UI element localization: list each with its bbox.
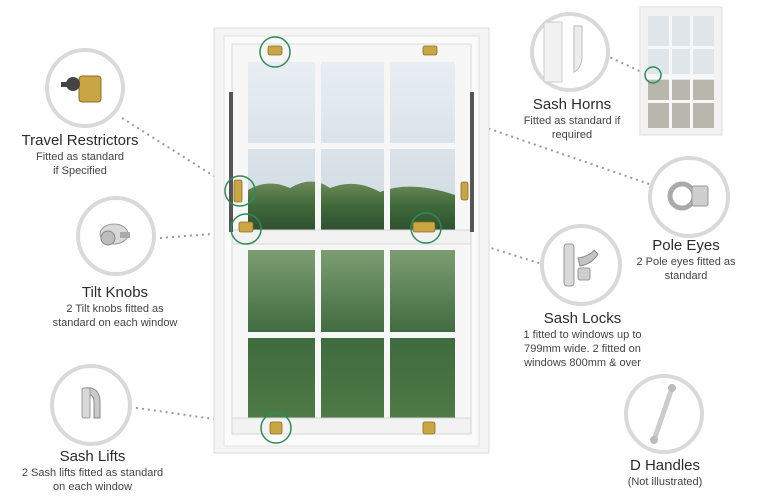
sash-window [213,27,490,454]
travel-restrictors-label: Travel Restrictors Fitted as standard if… [0,132,160,178]
sash-horns-desc-1: Fitted as standard if [523,115,621,127]
d-handles-title: D Handles [629,457,701,474]
sash-lifts-label: Sash Lifts 2 Sash lifts fitted as standa… [0,448,185,494]
sash-locks-desc-3: windows 800mm & over [524,357,641,369]
d-handle-icon [650,384,676,444]
d-handles-label: D Handles (Not illustrated) [595,457,735,489]
sash-horn-photo [639,6,723,136]
sash-horns-desc-2: required [551,129,593,141]
pole-eye-icon [667,181,709,211]
sash-lift-ring [50,364,132,446]
sash-locks-label: Sash Locks 1 fitted to windows up to 799… [500,310,665,370]
pole-eyes-desc-2: standard [664,270,708,282]
sash-lifts-desc-2: on each window [53,481,132,493]
travel-restrictors-desc-2: if Specified [53,165,107,177]
sash-locks-desc-1: 1 fitted to windows up to [523,329,642,341]
travel-restrictor-ring [45,48,125,128]
sash-lifts-desc-1: 2 Sash lifts fitted as standard [21,467,164,479]
tilt-knobs-desc-1: 2 Tilt knobs fitted as [66,303,164,315]
sash-lock-icon [563,243,599,287]
sash-horn-icon [543,21,583,83]
pole-eyes-desc-1: 2 Pole eyes fitted as [636,256,736,268]
travel-restrictor-icon [61,75,102,103]
d-handles-desc-1: (Not illustrated) [627,476,703,488]
tilt-knobs-desc-2: standard on each window [52,317,178,329]
sash-lock-ring [540,224,622,306]
travel-restrictors-title: Travel Restrictors [21,132,139,149]
tilt-knobs-label: Tilt Knobs 2 Tilt knobs fitted as standa… [25,284,205,330]
pole-eyes-label: Pole Eyes 2 Pole eyes fitted as standard [612,237,759,283]
tilt-knobs-title: Tilt Knobs [81,284,149,301]
sash-horns-title: Sash Horns [532,96,612,113]
pole-eyes-title: Pole Eyes [652,237,720,254]
tilt-knob-icon [99,223,130,246]
d-handle-ring [624,374,704,454]
sash-horns-label: Sash Horns Fitted as standard if require… [497,96,647,142]
sash-locks-desc-2: 799mm wide. 2 fitted on [524,343,641,355]
travel-restrictors-desc-1: Fitted as standard [35,151,125,163]
tilt-knob-ring [76,196,156,276]
sash-horn-ring [530,12,610,92]
sash-lifts-title: Sash Lifts [59,448,126,465]
sash-lift-icon [81,387,101,419]
sash-locks-title: Sash Locks [543,310,622,327]
pole-eye-ring [648,156,730,238]
